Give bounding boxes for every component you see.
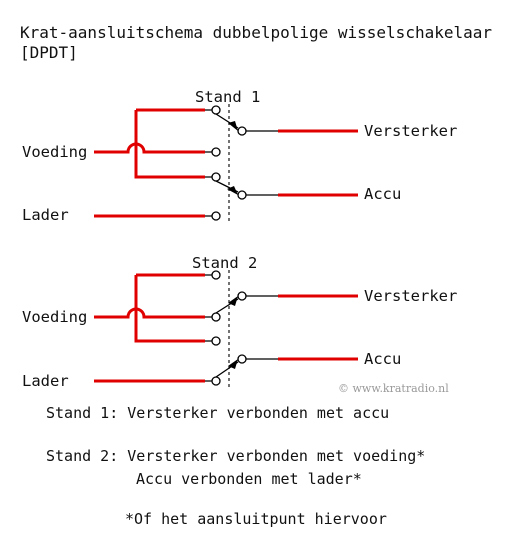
note-stand-1: Stand 1: Versterker verbonden met accu xyxy=(46,404,389,422)
terminal-2d xyxy=(211,376,221,386)
title-line-2: [DPDT] xyxy=(20,43,78,62)
note-stand-2-line-1: Stand 2: Versterker verbonden met voedin… xyxy=(46,447,425,465)
voeding-label-1: Voeding xyxy=(22,143,87,161)
accu-label-2: Accu xyxy=(364,350,401,368)
arrow-bottom-2 xyxy=(228,359,238,369)
arrow-bottom-1 xyxy=(227,186,238,195)
diagram-stand-1: Stand 1 Voeding Lader Versterker Accu xyxy=(22,88,457,224)
terminal-1-common-bottom xyxy=(237,190,247,200)
stubs-common-1 xyxy=(246,130,278,196)
stand-2-label: Stand 2 xyxy=(192,254,257,272)
lader-label-2: Lader xyxy=(22,372,69,390)
versterker-label-1: Versterker xyxy=(364,122,457,140)
voeding-bus-2 xyxy=(134,275,205,343)
arrow-top-2 xyxy=(228,296,238,306)
footnote: *Of het aansluitpunt hiervoor xyxy=(125,510,387,528)
watermark: © www.kratradio.nl xyxy=(338,382,449,395)
stand-1-label: Stand 1 xyxy=(195,88,260,106)
stubs-common-2 xyxy=(246,295,278,360)
accu-label-1: Accu xyxy=(364,185,401,203)
voeding-wire-2 xyxy=(94,307,205,319)
versterker-label-2: Versterker xyxy=(364,287,457,305)
terminal-2c xyxy=(211,336,221,346)
terminal-1a xyxy=(211,105,221,115)
voeding-bus-1 xyxy=(134,110,205,179)
note-stand-2-line-2: Accu verbonden met lader* xyxy=(136,470,362,488)
terminal-1b xyxy=(211,147,221,157)
diagram-stand-2: Stand 2 Voeding Lader Versterker Accu xyxy=(22,254,457,390)
terminal-2-common-bottom xyxy=(237,354,247,364)
voeding-label-2: Voeding xyxy=(22,308,87,326)
lader-label-1: Lader xyxy=(22,206,69,224)
stubs-left-1 xyxy=(205,109,212,217)
arrow-top-1 xyxy=(228,121,238,131)
terminal-1d xyxy=(211,211,221,221)
voeding-wire-1 xyxy=(94,142,205,154)
title-line-1: Krat-aansluitschema dubbelpolige wissels… xyxy=(20,23,492,42)
terminal-1c xyxy=(211,172,221,182)
terminal-2b xyxy=(211,312,221,322)
terminal-1-common-top xyxy=(237,126,247,136)
stubs-left-2 xyxy=(205,274,212,382)
terminal-2a xyxy=(211,270,221,280)
terminal-2-common-top xyxy=(237,291,247,301)
